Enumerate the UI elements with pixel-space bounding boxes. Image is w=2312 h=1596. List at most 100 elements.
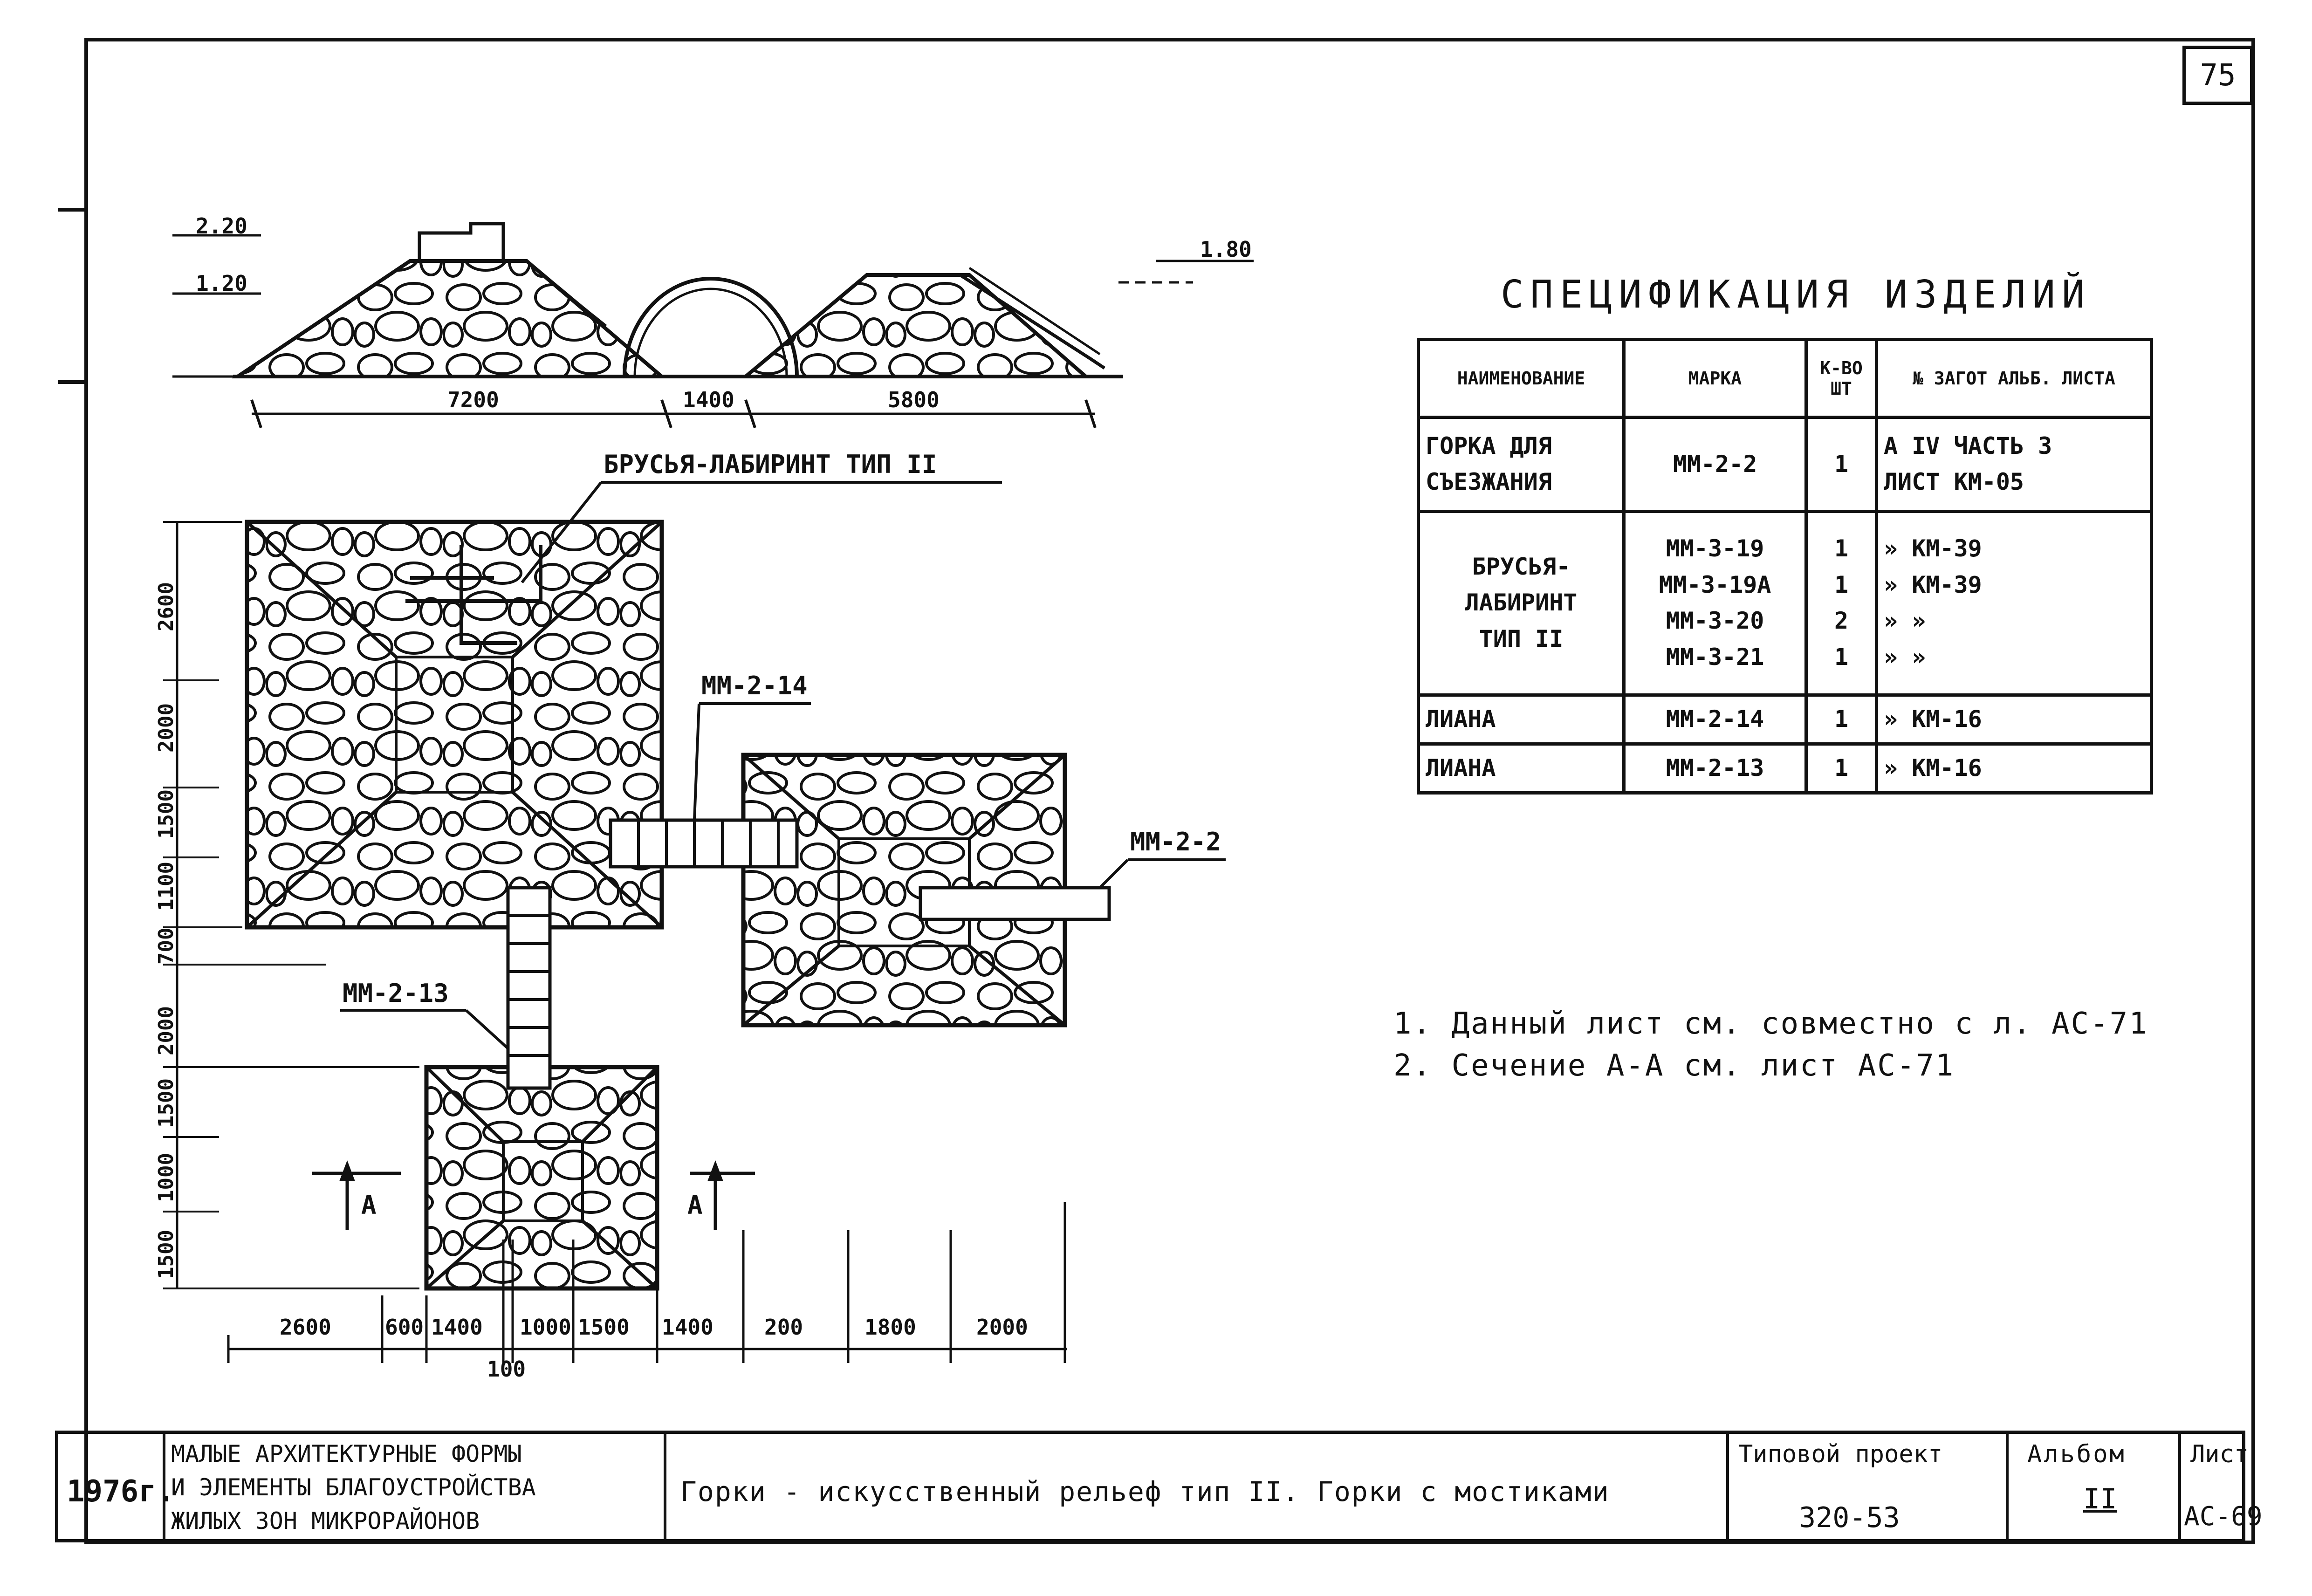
sheet-number-box: 75 xyxy=(2182,46,2253,105)
left-dim-4: 1100 xyxy=(154,862,178,911)
left-dim-6: 2000 xyxy=(154,1006,178,1055)
spec-cell-line: 1 xyxy=(1834,706,1849,733)
spec-cell-line: А IV ЧАСТЬ 3 xyxy=(1884,432,2052,459)
bottom-dim-2: 600 xyxy=(385,1315,424,1340)
table-row: БРУСЬЯ- ЛАБИРИНТ ТИП II ММ-3-19 ММ-3-19А… xyxy=(1417,509,2153,697)
spec-cell-line: ЛИАНА xyxy=(1426,706,1496,733)
spec-cell-line: » КМ-16 xyxy=(1884,706,1982,733)
bottom-dim-7: 200 xyxy=(764,1315,803,1340)
plan-view xyxy=(163,481,1226,1363)
elevation-dim-right: 5800 xyxy=(888,387,940,412)
left-dim-8: 1000 xyxy=(154,1153,178,1202)
title-block-series-line-2: И ЭЛЕМЕНТЫ БЛАГОУСТРОЙСТВА xyxy=(171,1474,536,1501)
spec-cell-qty: 1 xyxy=(1804,693,1878,746)
spec-header-row: НАИМЕНОВАНИЕ МАРКА К-ВО ШТ № ЗАГОТ АЛЬБ.… xyxy=(1417,338,2153,419)
spec-cell-mark: ММ-2-13 xyxy=(1622,742,1808,795)
title-block-album-cell: Альбом II xyxy=(2009,1434,2181,1539)
spec-cell-line: 1 xyxy=(1834,643,1849,671)
level-mark-top: 2.20 xyxy=(196,213,247,239)
spec-cell-line: 1 xyxy=(1834,754,1849,782)
spec-cell-line: ЛИАНА xyxy=(1426,754,1496,782)
title-block-album-label: Альбом xyxy=(2027,1440,2126,1468)
title-block-project-label: Типовой проект xyxy=(1738,1440,1943,1468)
spec-header-name: НАИМЕНОВАНИЕ xyxy=(1417,338,1626,419)
section-mark-left: А xyxy=(361,1191,377,1220)
title-block-title: Горки - искусственный рельеф тип II. Гор… xyxy=(680,1476,1610,1507)
bottom-dim-4: 1000 xyxy=(520,1315,571,1340)
bottom-dim-9: 2000 xyxy=(976,1315,1028,1340)
spec-cell-line: » » xyxy=(1884,643,1926,671)
elevation-dim-left: 7200 xyxy=(447,387,499,412)
spec-cell-qty: 1 1 2 1 xyxy=(1804,509,1878,697)
spec-cell-line: ММ-2-13 xyxy=(1666,754,1764,782)
title-block-series-line-1: МАЛЫЕ АРХИТЕКТУРНЫЕ ФОРМЫ xyxy=(171,1440,522,1467)
spec-cell-ref: А IV ЧАСТЬ 3 ЛИСТ КМ-05 xyxy=(1875,416,2153,513)
left-dim-3: 1500 xyxy=(154,789,178,839)
spec-cell-mark: ММ-3-19 ММ-3-19А ММ-3-20 ММ-3-21 xyxy=(1622,509,1808,697)
elevation-view xyxy=(172,222,1254,428)
left-dim-2: 2000 xyxy=(154,703,178,753)
spec-cell-line: 1 xyxy=(1834,535,1849,562)
title-block-series-cell: МАЛЫЕ АРХИТЕКТУРНЫЕ ФОРМЫ И ЭЛЕМЕНТЫ БЛА… xyxy=(165,1434,666,1539)
title-block-project-cell: Типовой проект 320-53 xyxy=(1729,1434,2009,1539)
title-block-sheet-cell: Лист АС-69 xyxy=(2181,1434,2263,1539)
table-row: ЛИАНА ММ-2-14 1 » КМ-16 xyxy=(1417,693,2153,746)
left-dim-9: 1500 xyxy=(154,1230,178,1279)
spec-cell-line: ММ-3-19А xyxy=(1659,571,1771,598)
spec-cell-ref: » КМ-39 » КМ-39 » » » » xyxy=(1875,509,2153,697)
spec-cell-name: ГОРКА ДЛЯ СЪЕЗЖАНИЯ xyxy=(1417,416,1626,513)
spec-cell-ref: » КМ-16 xyxy=(1875,742,2153,795)
title-block-sheet-label: Лист xyxy=(2190,1440,2249,1468)
table-row: ЛИАНА ММ-2-13 1 » КМ-16 xyxy=(1417,742,2153,795)
spec-cell-line: ММ-3-21 xyxy=(1666,643,1764,671)
title-block-sheet-value: АС-69 xyxy=(2184,1501,2263,1532)
spec-header-mark: МАРКА xyxy=(1622,338,1808,419)
spec-cell-line: ГОРКА ДЛЯ xyxy=(1426,432,1552,459)
left-dim-1: 2600 xyxy=(154,582,178,631)
spec-cell-line: ММ-2-14 xyxy=(1666,706,1764,733)
spec-table: НАИМЕНОВАНИЕ МАРКА К-ВО ШТ № ЗАГОТ АЛЬБ.… xyxy=(1417,338,2153,795)
title-block-project-number: 320-53 xyxy=(1799,1501,1900,1534)
bottom-dim-6: 1400 xyxy=(662,1315,713,1340)
spec-cell-line: » КМ-39 xyxy=(1884,571,1982,598)
bottom-dim-extra: 100 xyxy=(487,1356,526,1382)
spec-header-qty: К-ВО ШТ xyxy=(1804,338,1878,419)
spec-cell-mark: ММ-2-2 xyxy=(1622,416,1808,513)
spec-cell-line: ММ-3-19 xyxy=(1666,535,1764,562)
note-1: 1. Данный лист см. совместно с л. АС-71 xyxy=(1393,1007,2148,1041)
bottom-dim-8: 1800 xyxy=(864,1315,916,1340)
spec-cell-name: БРУСЬЯ- ЛАБИРИНТ ТИП II xyxy=(1417,509,1626,697)
spec-cell-qty: 1 xyxy=(1804,742,1878,795)
left-dim-7: 1500 xyxy=(154,1078,178,1128)
callout-labyrinth: БРУСЬЯ-ЛАБИРИНТ ТИП II xyxy=(604,450,937,479)
table-row: ГОРКА ДЛЯ СЪЕЗЖАНИЯ ММ-2-2 1 А IV ЧАСТЬ … xyxy=(1417,416,2153,513)
mark-vine-top: ММ-2-14 xyxy=(701,671,808,700)
spec-cell-line: 1 xyxy=(1834,450,1849,478)
spec-cell-mark: ММ-2-14 xyxy=(1622,693,1808,746)
title-block: 1976г. МАЛЫЕ АРХИТЕКТУРНЫЕ ФОРМЫ И ЭЛЕМЕ… xyxy=(55,1431,2263,1542)
spec-header-ref: № ЗАГОТ АЛЬБ. ЛИСТА xyxy=(1875,338,2153,419)
spec-cell-line: » » xyxy=(1884,607,1926,635)
spec-cell-line: 2 xyxy=(1834,607,1849,635)
spec-cell-line: БРУСЬЯ- xyxy=(1472,553,1571,580)
spec-cell-line: 1 xyxy=(1834,571,1849,598)
level-mark-mid: 1.20 xyxy=(196,271,247,296)
mark-slide: ММ-2-2 xyxy=(1130,827,1221,856)
mark-vine-bottom: ММ-2-13 xyxy=(343,979,449,1008)
section-mark-right: А xyxy=(687,1191,703,1220)
spec-cell-name: ЛИАНА xyxy=(1417,742,1626,795)
spec-cell-line: ТИП II xyxy=(1479,625,1564,652)
sheet-frame xyxy=(84,38,2255,1544)
spec-cell-line: СЪЕЗЖАНИЯ xyxy=(1426,468,1552,496)
spec-cell-line: ЛАБИРИНТ xyxy=(1465,589,1578,616)
title-block-series-line-3: ЖИЛЫХ ЗОН МИКРОРАЙОНОВ xyxy=(171,1507,480,1534)
title-block-year: 1976г. xyxy=(67,1474,175,1509)
spec-title: СПЕЦИФИКАЦИЯ ИЗДЕЛИЙ xyxy=(1501,273,2092,317)
spec-cell-ref: » КМ-16 xyxy=(1875,693,2153,746)
note-2: 2. Сечение А-А см. лист АС-71 xyxy=(1393,1048,1955,1083)
bottom-dim-3: 1400 xyxy=(431,1315,483,1340)
spec-cell-line: ММ-3-20 xyxy=(1666,607,1764,635)
spec-cell-line: ММ-2-2 xyxy=(1673,450,1757,478)
